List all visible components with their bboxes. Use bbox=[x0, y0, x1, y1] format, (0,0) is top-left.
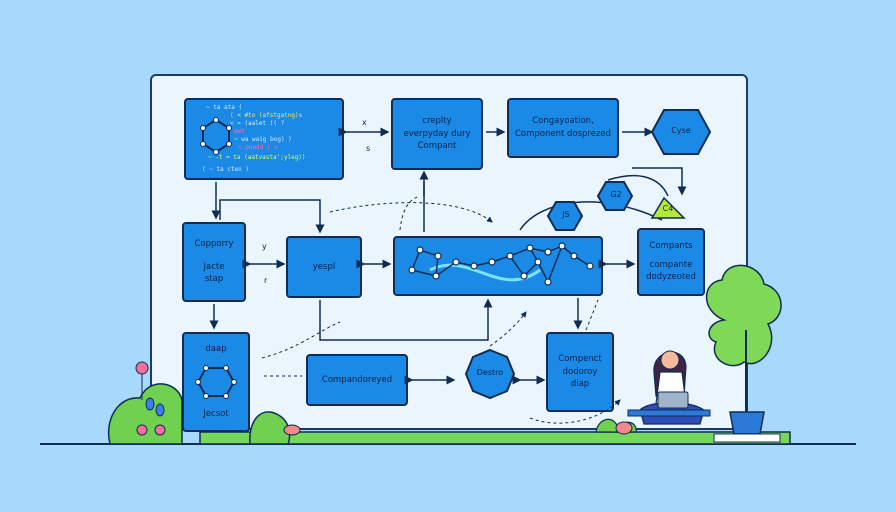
hexagon-molecule-icon bbox=[200, 117, 232, 155]
code-line: ( ~ ta cten ) bbox=[202, 166, 249, 173]
hexagon-icon bbox=[195, 365, 237, 399]
box-label: Copporry bbox=[194, 239, 234, 250]
graph-network bbox=[408, 242, 594, 286]
arrow-mark: y bbox=[262, 242, 267, 251]
potted-tree bbox=[705, 264, 782, 443]
box-label: Compandoreyed bbox=[321, 374, 393, 385]
stone bbox=[615, 421, 633, 435]
arrow-mark: r bbox=[264, 276, 268, 285]
js-label: JS bbox=[562, 210, 570, 219]
person-with-laptop bbox=[627, 350, 711, 425]
box-label: Component dosprezed bbox=[514, 129, 612, 139]
left-bush bbox=[107, 361, 291, 445]
code-line: ~ ta ata ( bbox=[206, 104, 243, 111]
grass-strip bbox=[199, 431, 791, 445]
cyse-label: Cyse bbox=[671, 126, 691, 135]
box-label: yespl bbox=[312, 261, 336, 272]
box-label: daap bbox=[205, 344, 227, 354]
box-label: dodoroy bbox=[562, 366, 598, 377]
code-line: < = (aalet (( ? bbox=[230, 120, 285, 127]
g2-label: G2 bbox=[610, 190, 622, 199]
arrow-mark: x bbox=[362, 118, 367, 127]
box-label: Jecsot bbox=[203, 409, 229, 420]
box-label: Compants bbox=[649, 241, 693, 252]
stone bbox=[283, 424, 301, 436]
box-label: Compenct bbox=[558, 354, 602, 365]
hexagon-data-box: daap Jecsot bbox=[182, 332, 250, 432]
g2-hexagon bbox=[596, 181, 634, 211]
components-box: Compants compante dodyzeoted bbox=[637, 228, 705, 296]
box-label: Jacte bbox=[203, 261, 225, 272]
box-label: stap bbox=[204, 274, 224, 285]
box-label: dodyzeoted bbox=[646, 272, 696, 283]
destro-octagon bbox=[464, 348, 516, 400]
c4-triangle bbox=[650, 196, 686, 219]
code-editor-box: ~ ta ata ( ( < #to (afstgatng)s < = (aal… bbox=[184, 98, 344, 180]
box-label: Congayoation, bbox=[532, 116, 594, 127]
c4-label: C4 bbox=[662, 204, 674, 213]
configuration-box: Congayoation, Component dosprezed bbox=[507, 98, 619, 158]
code-line: ~ -t = ta (aatvasta';yleg)) bbox=[208, 154, 306, 161]
connector-arrows bbox=[209, 127, 687, 385]
code-line: ~ wa waig bog) ) bbox=[234, 136, 292, 143]
everyday-component-box: creplty everpyday dury Compant bbox=[391, 98, 483, 170]
destro-label: Destro bbox=[476, 368, 504, 377]
dotted-connectors bbox=[261, 195, 621, 424]
component-deploy-box: Compenct dodoroy diap bbox=[546, 332, 614, 412]
arrow-mark: s bbox=[366, 144, 371, 153]
js-hexagon bbox=[546, 201, 584, 231]
box-label: diap bbox=[570, 379, 590, 390]
box-label: everpyday dury bbox=[403, 128, 471, 139]
box-label: compante bbox=[649, 259, 693, 270]
code-line: ( < #to (afstgatng)s bbox=[230, 112, 303, 119]
code-line: < puadd ) > bbox=[238, 144, 278, 151]
cyse-hexagon bbox=[650, 109, 712, 155]
box-label: creplty bbox=[422, 116, 452, 127]
graph-network-box bbox=[393, 236, 603, 296]
copy-step-box: Copporry Jacte stap bbox=[182, 222, 246, 302]
code-line: ewt bbox=[234, 128, 245, 135]
component-destroyed-box: Compandoreyed bbox=[306, 354, 408, 406]
box-label: Compant bbox=[417, 141, 457, 152]
